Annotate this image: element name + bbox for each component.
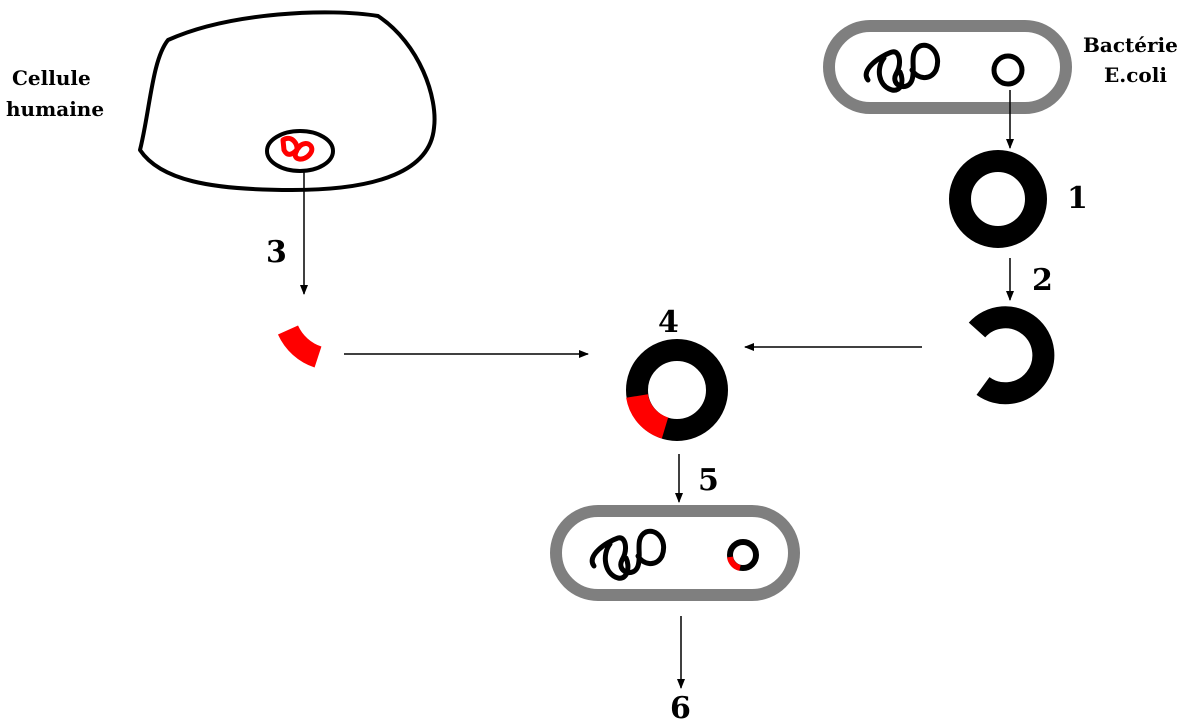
bacterium-ecoli <box>823 20 1072 114</box>
bacteria-label-line1: Bactérie <box>1083 33 1178 57</box>
step-label-5: 5 <box>698 463 719 498</box>
human-cell <box>138 10 437 192</box>
step-label-2: 2 <box>1032 263 1053 298</box>
isolated-plasmid <box>949 150 1047 248</box>
bacterial-chromosome <box>863 42 940 93</box>
bacterial-plasmid <box>991 53 1025 87</box>
opened-plasmid <box>968 306 1055 405</box>
human-cell-membrane <box>138 10 437 192</box>
transformed-bacterium-wall <box>550 505 800 601</box>
step-label-1: 1 <box>1067 181 1088 216</box>
recombinant-plasmid-insert <box>626 393 669 439</box>
bacteria-label-line2: E.coli <box>1104 63 1167 87</box>
bacterium-wall <box>823 20 1072 114</box>
step-label-6: 6 <box>670 691 691 725</box>
transformed-bacterial-chromosome <box>589 528 666 581</box>
recombinant-plasmid <box>626 339 728 441</box>
recombinant-plasmid-backbone <box>626 339 728 441</box>
step-label-3: 3 <box>266 235 287 270</box>
step-label-4: 4 <box>658 305 679 340</box>
transformed-plasmid-insert <box>727 556 741 571</box>
human-chromosome-red <box>280 136 315 162</box>
transformed-plasmid <box>727 539 759 571</box>
transformed-bacterium <box>550 505 800 601</box>
human-cell-label-line2: humaine <box>6 97 104 121</box>
human-cell-nucleus <box>265 129 335 173</box>
human-cell-label-line1: Cellule <box>12 66 91 90</box>
human-gene-fragment <box>277 325 322 368</box>
